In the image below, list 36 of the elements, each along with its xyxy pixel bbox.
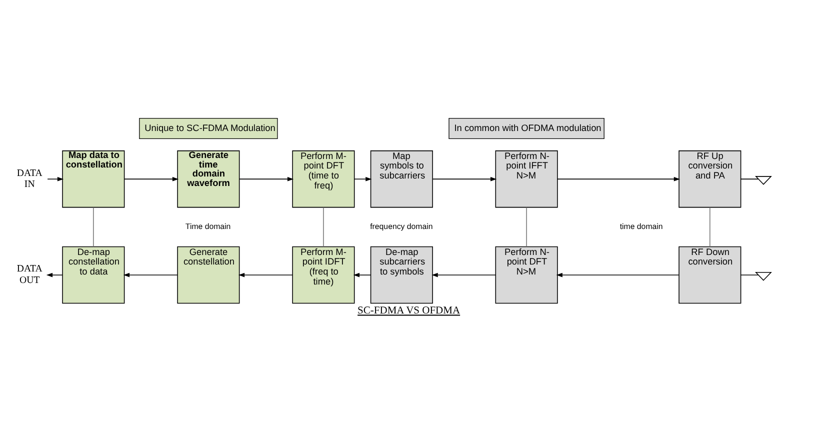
legend-label: In common with OFDMA modulation (454, 123, 602, 134)
node-box: RF Down conversion (678, 246, 742, 304)
arrow (432, 176, 497, 182)
arrow (123, 272, 178, 278)
node-antenna (754, 176, 772, 185)
arrow (556, 272, 680, 278)
arrow (238, 272, 293, 278)
node-antenna (754, 272, 772, 281)
node-box: Generate time domain waveform (177, 150, 240, 208)
node-text: DATA OUT (16, 264, 42, 286)
node-box: Map symbols to subcarriers (370, 150, 433, 208)
node-box: Generate constellation (177, 246, 240, 304)
node-box: Perform N-point DFT N>M (495, 246, 558, 304)
connector (740, 274, 759, 276)
arrow (239, 176, 294, 182)
arrow (47, 176, 64, 182)
connector (93, 206, 94, 248)
arrow (46, 272, 63, 278)
arrow (557, 176, 680, 182)
connector (323, 206, 324, 248)
connector (740, 178, 759, 180)
arrow (432, 272, 496, 278)
node-box: RF Up conversion and PA (678, 150, 742, 208)
node-box: Perform M-point IDFT (freq to time) (292, 246, 355, 304)
node-box: De-map constellation to data (62, 246, 125, 304)
node-box: Perform N-point IFFT N>M (495, 150, 558, 208)
arrow (124, 176, 179, 182)
node-box: Map data to constellation (62, 150, 125, 208)
caption: SC-FDMA VS OFDMA (358, 306, 460, 317)
arrow (353, 272, 371, 278)
connector (526, 206, 527, 248)
node-box: Perform M-point DFT (time to freq) (292, 150, 355, 208)
node-text: DATA IN (16, 168, 42, 190)
node-box: De-map subcarriers to symbols (370, 246, 433, 304)
legend-label: Unique to SC-FDMA Modulation (144, 123, 276, 134)
arrow (354, 176, 372, 182)
